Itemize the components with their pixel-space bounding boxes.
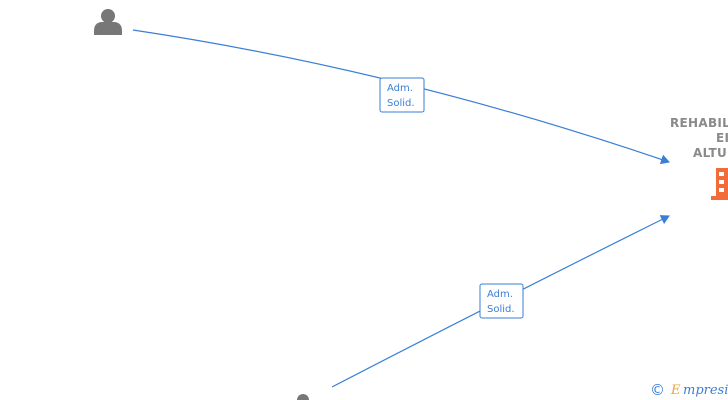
edge-label-1-line-2: Solid. [387,98,415,109]
company-name-line-2: EI [716,131,728,145]
brand-initial: E [670,383,681,398]
company-node[interactable]: REHABIL EI ALTU [670,116,728,200]
brand-name: mpresia [683,383,728,398]
edge-label-2-line-2: Solid. [487,304,515,315]
edge-label-1-line-1: Adm. [387,83,413,94]
company-name-line-1: REHABIL [670,116,728,130]
person-icon[interactable] [94,9,122,35]
edge-label-2[interactable]: Adm. Solid. [479,283,524,319]
company-name-line-3: ALTU [693,146,727,160]
brand-watermark: © E mpresia [650,381,728,399]
edge-label-1[interactable]: Adm. Solid. [379,77,425,113]
edge-label-2-line-1: Adm. [487,289,513,300]
person-icon[interactable] [297,394,309,400]
copyright-icon: © [650,381,665,399]
building-icon [711,168,728,200]
